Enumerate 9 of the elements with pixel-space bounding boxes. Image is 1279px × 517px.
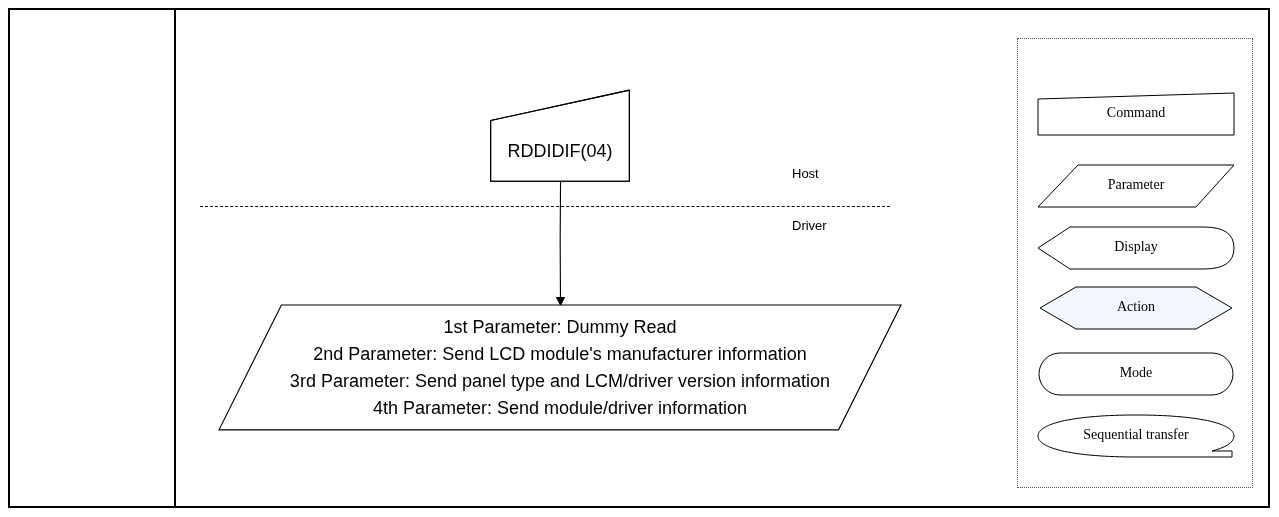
legend-text: Parameter xyxy=(1106,177,1166,193)
arrow xyxy=(555,181,566,306)
legend-text: Sequential transfer xyxy=(1082,427,1190,443)
legend-text: Mode xyxy=(1118,365,1154,381)
legend-text: Command xyxy=(1105,105,1167,121)
region-label: Driver xyxy=(792,218,827,233)
legend-text: Action xyxy=(1115,299,1157,315)
legend-text: Display xyxy=(1113,239,1159,255)
region-label: Host xyxy=(792,166,819,181)
